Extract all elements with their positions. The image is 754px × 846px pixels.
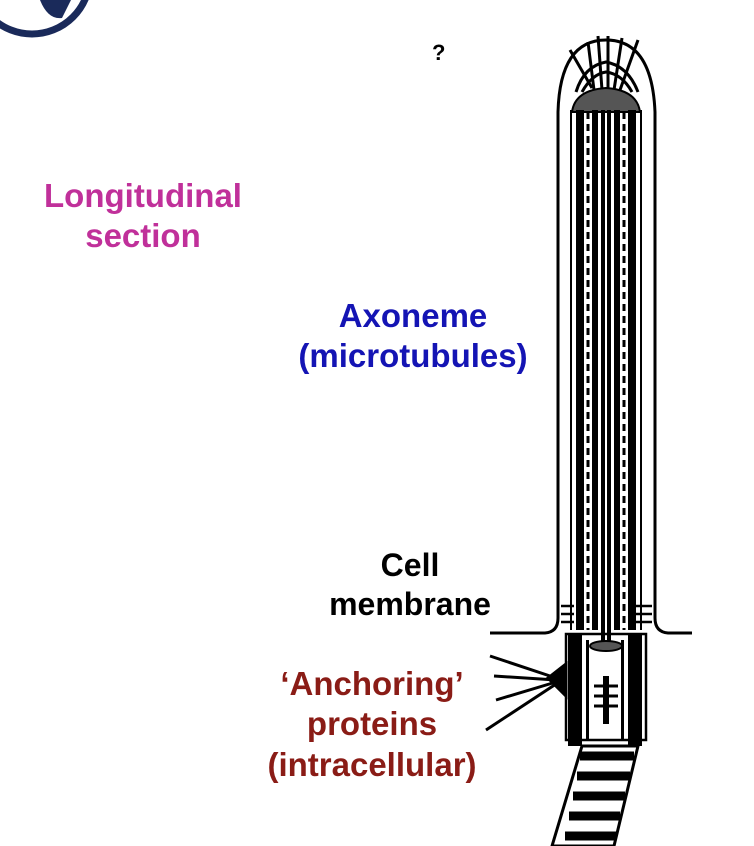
axoneme-label: Axoneme (microtubules) xyxy=(268,296,558,377)
ciliary-tip-hairs xyxy=(568,35,640,93)
anchoring-line-1: ‘Anchoring’ xyxy=(280,665,464,702)
section-line-2: section xyxy=(85,217,201,255)
anchoring-line-2: proteins xyxy=(306,705,438,743)
cell-membrane xyxy=(490,38,692,635)
longitudinal-section-label: Longitudinal section xyxy=(22,176,264,257)
anchoring-proteins xyxy=(485,654,568,732)
basal-plate xyxy=(589,640,623,652)
basal-body xyxy=(564,632,648,746)
membrane-line-1: Cell xyxy=(380,547,440,583)
axoneme-line-1: Axoneme xyxy=(338,297,488,334)
axoneme-doublets xyxy=(576,110,636,630)
membrane-line-2: membrane xyxy=(329,586,491,623)
anchoring-proteins-label: ‘Anchoring’ proteins (intracellular) xyxy=(240,664,504,785)
question-mark-label: ? xyxy=(432,40,446,65)
section-line-1: Longitudinal xyxy=(44,177,242,214)
axoneme-outline xyxy=(570,110,642,630)
cell-membrane-label: Cell membrane xyxy=(310,546,510,624)
ciliary-cap xyxy=(570,86,642,113)
logo-icon xyxy=(0,0,89,38)
central-pair-microtubules xyxy=(601,110,611,645)
anchoring-line-3: (intracellular) xyxy=(267,745,477,783)
membrane-ticks xyxy=(561,604,652,624)
axoneme-line-2: (microtubules) xyxy=(298,337,528,375)
dynein-arms xyxy=(586,112,626,630)
striated-rootlet xyxy=(550,744,640,846)
